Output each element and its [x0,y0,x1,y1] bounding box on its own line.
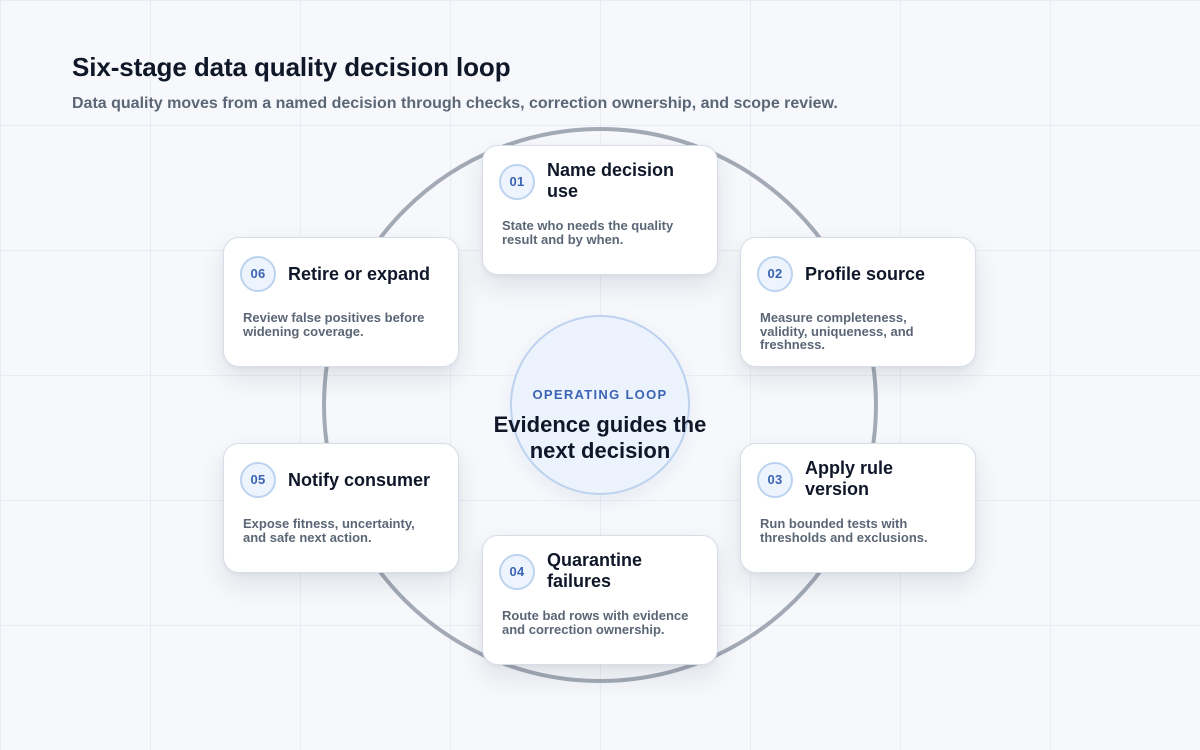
stage-title: Apply rule version [805,458,894,499]
center-hub: OPERATING LOOP Evidence guides the next … [494,315,706,495]
stage-number-badge: 03 [757,462,793,498]
stage-description: State who needs the quality result and b… [502,218,674,247]
stage-number-badge: 04 [499,554,535,590]
page-subtitle: Data quality moves from a named decision… [72,95,838,112]
stage-description: Measure completeness, validity, uniquene… [760,310,914,352]
stage-description: Run bounded tests with thresholds and ex… [760,516,928,545]
stage-card-quarantine-failures[interactable]: 04 Quarantine failures Route bad rows wi… [482,535,718,665]
stage-card-name-decision-use[interactable]: 01 Name decision use State who needs the… [482,145,718,275]
stage-number-badge: 05 [240,462,276,498]
stage-card-notify-consumer[interactable]: 05 Notify consumer Expose fitness, uncer… [223,443,459,573]
stage-description: Expose fitness, uncertainty, and safe ne… [243,516,415,545]
stage-title: Profile source [805,264,926,284]
stage-card-retire-or-expand[interactable]: 06 Retire or expand Review false positiv… [223,237,459,367]
stage-title: Notify consumer [288,470,431,490]
stage-title: Quarantine failures [547,550,643,591]
hub-text: Evidence guides the next decision [493,412,707,463]
stage-number-badge: 02 [757,256,793,292]
hub-kicker: OPERATING LOOP [532,387,668,402]
stage-number-badge: 06 [240,256,276,292]
stage-card-profile-source[interactable]: 02 Profile source Measure completeness, … [740,237,976,367]
stage-card-apply-rule-version[interactable]: 03 Apply rule version Run bounded tests … [740,443,976,573]
loop-ring-path [322,127,878,683]
stage-title: Name decision use [547,160,675,201]
stage-description: Route bad rows with evidence and correct… [502,608,689,637]
stage-title: Retire or expand [288,264,431,284]
page-title: Six-stage data quality decision loop [72,52,511,82]
stage-description: Review false positives before widening c… [243,310,425,339]
stage-number-badge: 01 [499,164,535,200]
